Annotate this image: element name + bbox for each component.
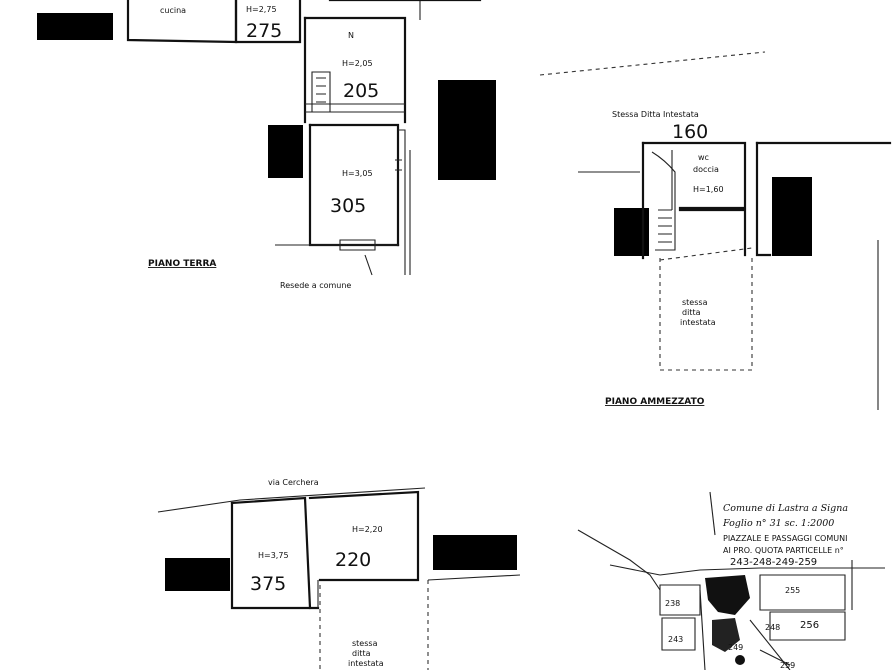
cadastral-map <box>577 491 885 670</box>
parcel-238: 238 <box>665 599 680 608</box>
lower-right-value: 220 <box>335 549 371 571</box>
ground-floor-plan <box>126 0 482 276</box>
lower-floor-plan <box>157 487 521 670</box>
cadastral-line-4: AI PRO. QUOTA PARTICELLE n° <box>723 546 844 555</box>
wc-height: H=1,60 <box>693 185 724 194</box>
mezzanine-title: PIANO AMMEZZATO <box>605 397 705 407</box>
street-label: via Cerchera <box>268 478 319 487</box>
redaction-block <box>433 535 517 570</box>
parcel-259: 259 <box>780 661 795 670</box>
room-mark: N <box>348 31 354 40</box>
cadastral-line-2: Foglio n° 31 sc. 1:2000 <box>722 518 834 529</box>
wc-label: wc <box>698 153 709 162</box>
ground-floor-title: PIANO TERRA <box>148 259 216 269</box>
kitchen-area-value: 275 <box>246 20 282 42</box>
lower-right-height: H=2,20 <box>352 525 383 534</box>
mezzanine-lower-label-2: ditta <box>682 308 701 317</box>
redaction-block <box>772 177 812 256</box>
mezzanine-header-value: 160 <box>672 121 708 143</box>
lower-room-label-2: ditta <box>352 649 371 658</box>
parcel-243: 243 <box>668 635 683 644</box>
lower-left-value: 375 <box>250 573 286 595</box>
ground-floor-footnote: Resede a comune <box>280 281 351 290</box>
cadastral-line-5: 243-248-249-259 <box>730 557 817 568</box>
redaction-block <box>165 558 230 591</box>
redaction-block <box>37 13 113 40</box>
cadastral-line-3: PIAZZALE E PASSAGGI COMUNI <box>723 534 847 543</box>
wc-sub-label: doccia <box>693 165 719 174</box>
lower-room-label-1: stessa <box>352 639 378 648</box>
lower-left-height: H=3,75 <box>258 551 289 560</box>
redaction-block <box>438 80 496 180</box>
upper-room-height: H=2,05 <box>342 59 373 68</box>
main-room-height: H=3,05 <box>342 169 373 178</box>
redaction-block <box>268 125 303 178</box>
kitchen-height: H=2,75 <box>246 5 277 14</box>
upper-room-value: 205 <box>343 80 379 102</box>
cadastral-line-1: Comune di Lastra a Signa <box>723 503 848 514</box>
mezzanine-plan <box>539 51 892 410</box>
mezzanine-lower-label-3: intestata <box>680 318 716 327</box>
parcel-255: 255 <box>785 586 800 595</box>
parcel-249: 249 <box>728 643 743 652</box>
parcel-248: 248 <box>765 623 780 632</box>
mezzanine-header: Stessa Ditta Intestata <box>612 110 699 119</box>
kitchen-label: cucina <box>160 6 186 15</box>
mezzanine-lower-label-1: stessa <box>682 298 708 307</box>
parcel-256: 256 <box>800 620 819 631</box>
lower-room-label-3: intestata <box>348 659 384 668</box>
main-room-value: 305 <box>330 195 366 217</box>
